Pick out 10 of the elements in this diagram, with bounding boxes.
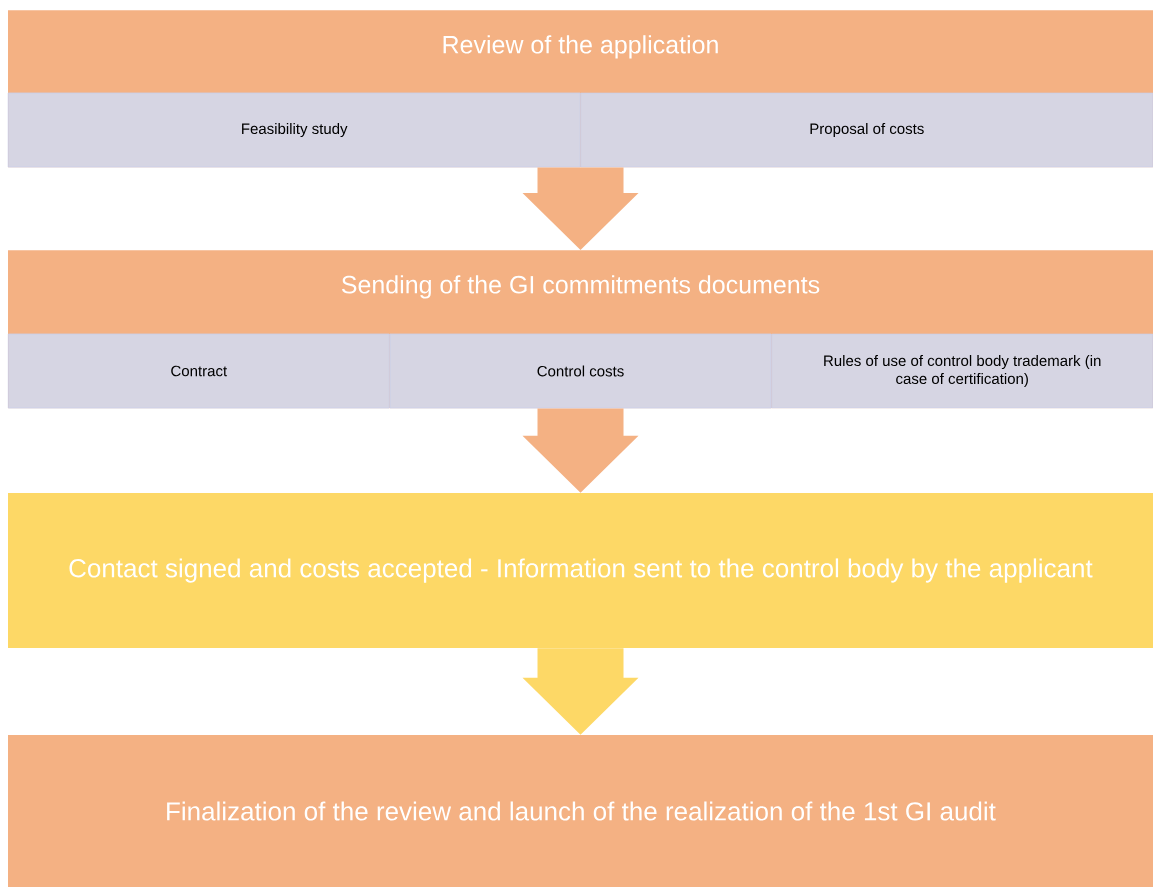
sub-box: Contract [7,333,390,409]
block-arrow [522,167,639,250]
sub-box: Control costs [389,333,772,409]
block-arrow [522,648,639,735]
step-band: Contact signed and costs accepted - Information sent to the control body by the applicant [8,493,1153,648]
sub-box: Feasibility study [7,92,581,168]
sub-box: Rules of use of control body trademark (in case of certification) [771,333,1153,409]
sub-box: Proposal of costs [580,92,1153,168]
block-arrow [522,408,639,493]
step-band: Finalization of the review and launch of the realization of the 1st GI audit [8,735,1153,887]
